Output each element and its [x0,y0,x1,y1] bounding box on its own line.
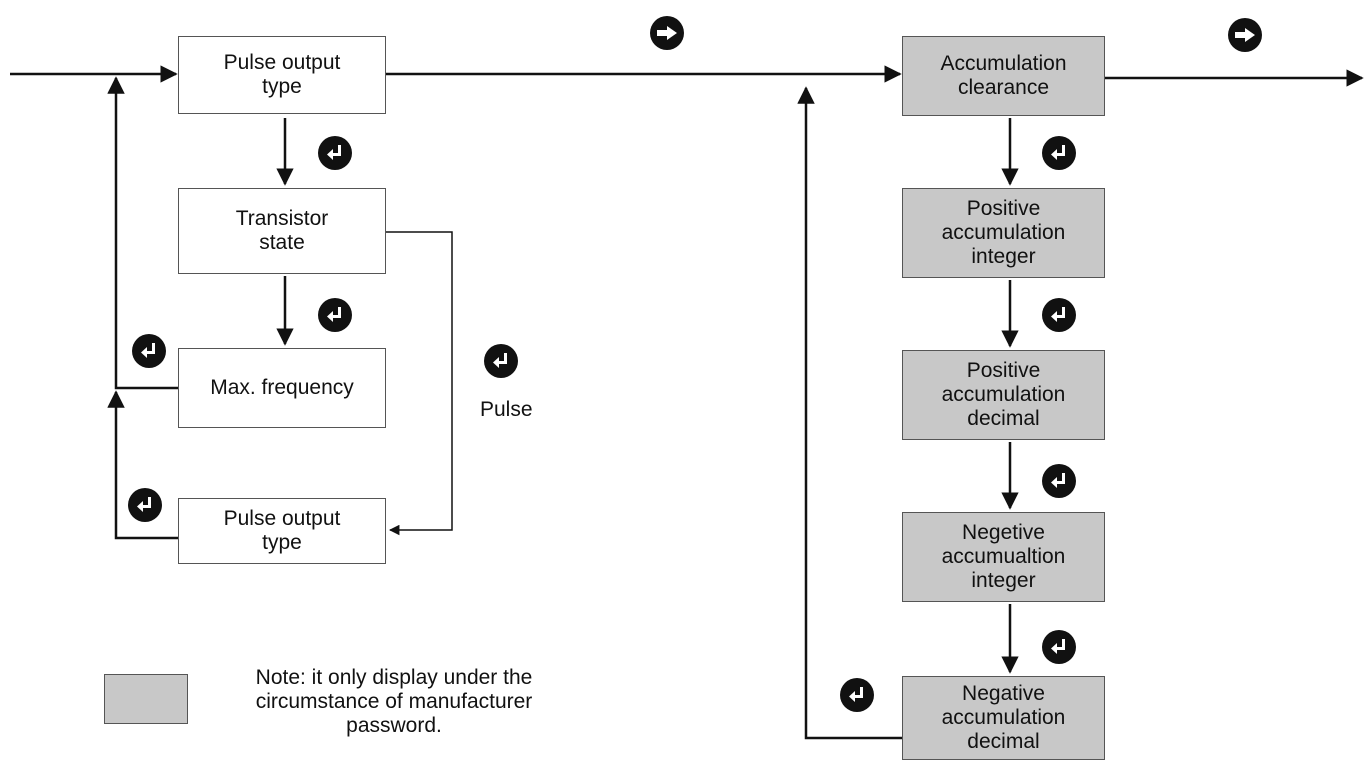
return-arrow-right [797,86,904,740]
positive-accumulation-integer-box[interactable]: Positive accumulation integer [902,188,1105,278]
enter-return-icon [1042,464,1076,498]
enter-return-icon [128,488,162,522]
right-arrow-icon [1228,18,1262,52]
enter-return-icon [484,344,518,378]
return-arrow-pulse-bottom [107,390,178,540]
pulse-label: Pulse [480,398,533,421]
enter-return-icon [840,678,874,712]
enter-return-icon [1042,298,1076,332]
enter-return-icon [1042,136,1076,170]
return-arrow-max-frequency [107,76,178,390]
accumulation-clearance-box[interactable]: Accumulation clearance [902,36,1105,116]
enter-return-icon [132,334,166,368]
negative-accumulation-decimal-box[interactable]: Negative accumulation decimal [902,676,1105,760]
enter-return-icon [318,298,352,332]
enter-return-icon [318,136,352,170]
right-arrow-icon [650,16,684,50]
pulse-output-type-box-bottom[interactable]: Pulse output type [178,498,386,564]
transistor-state-box[interactable]: Transistor state [178,188,386,274]
legend-swatch [104,674,188,724]
positive-accumulation-decimal-box[interactable]: Positive accumulation decimal [902,350,1105,440]
max-frequency-box[interactable]: Max. frequency [178,348,386,428]
negative-accumulation-integer-box[interactable]: Negetive accumualtion integer [902,512,1105,602]
enter-return-icon [1042,630,1076,664]
pulse-branch-arrow [386,231,453,536]
legend-note: Note: it only display under the circumst… [255,666,533,737]
pulse-output-type-box-top[interactable]: Pulse output type [178,36,386,114]
